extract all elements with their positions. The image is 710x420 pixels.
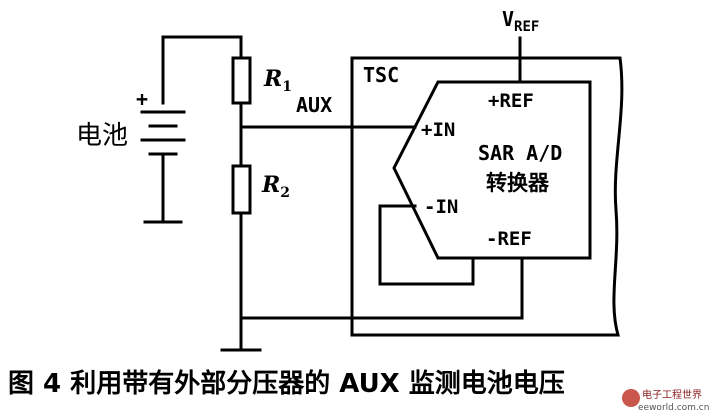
watermark-logo-text: 电子工程世界 [642,388,702,401]
r2-label: R2 [261,172,290,201]
adc-block [392,80,592,260]
r1-label: R1 [263,66,292,95]
resistor-r1 [231,56,252,105]
resistor-r2 [231,164,252,215]
figure-caption: 图 4 利用带有外部分压器的 AUX 监测电池电压 [8,368,565,399]
pos-ref-label: +REF [488,90,534,112]
battery-top-wire [161,35,243,105]
neg-ref-wire [239,256,524,320]
watermark-url: eeworld.com.cn [638,403,709,413]
watermark-logo: 电子工程世界 eeworld.com.cn [622,388,709,413]
adc-title-line1: SAR A/D [478,141,562,165]
tsc-label: TSC [363,63,399,87]
neg-in-loop [378,204,475,286]
logo-circle-icon [622,389,640,407]
neg-in-label: -IN [424,196,458,218]
vref-label: VREF [502,7,539,35]
battery-plus-sign: + [136,87,148,111]
tsc-box [350,56,624,337]
pos-in-label: +IN [421,119,455,141]
aux-label: AUX [296,93,332,117]
adc-title-line2: 转换器 [486,171,550,195]
battery-label: 电池 [76,121,128,151]
neg-ref-label: -REF [486,228,532,250]
